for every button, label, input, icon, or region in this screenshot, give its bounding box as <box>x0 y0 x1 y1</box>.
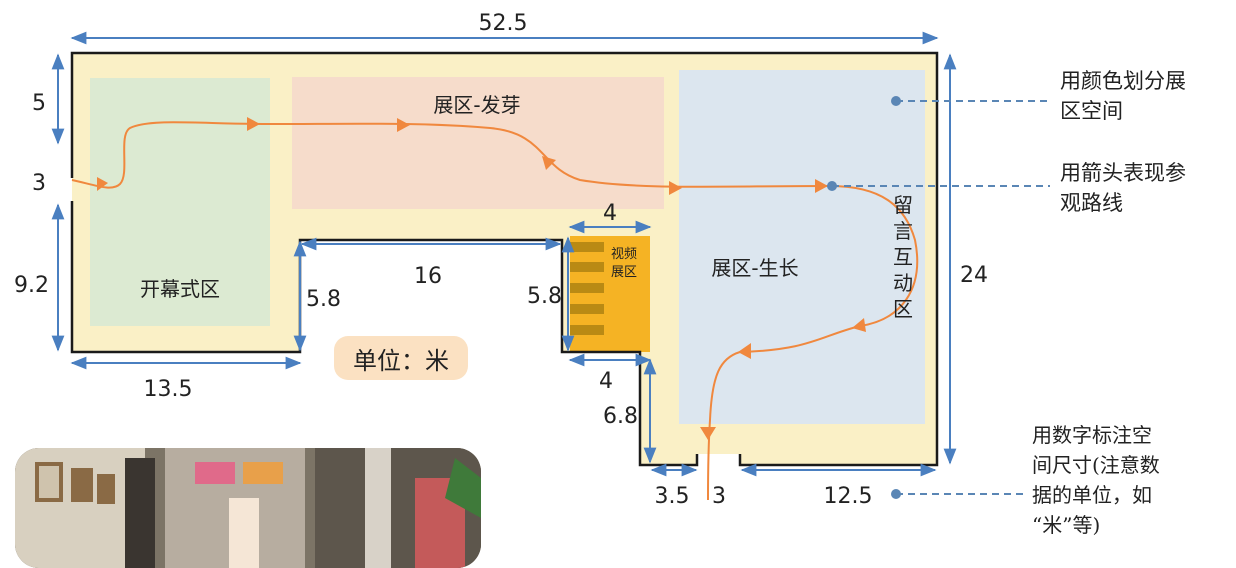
label-opening-zone: 开幕式区 <box>140 277 220 301</box>
annotation-color-line-1: 用颜色划分展 <box>1060 69 1186 93</box>
annotation-number-line-1: 用数字标注空 <box>1032 423 1152 447</box>
growth-zone <box>679 70 925 424</box>
message-zone-char-4: 动 <box>893 271 913 295</box>
annotation-dot-color <box>891 96 901 106</box>
annotation-arrow: 用箭头表现参 观路线 <box>1060 161 1186 215</box>
dim-left-low: 9.2 <box>14 273 49 298</box>
label-message-zone: 留 言 互 动 区 <box>893 193 913 321</box>
video-zone-stripes <box>570 242 604 335</box>
dim-bottom-right: 12.5 <box>824 484 873 509</box>
label-video-zone-2: 展区 <box>611 265 637 280</box>
route-arrow-4 <box>542 156 556 170</box>
unit-badge: 单位：米 <box>334 336 468 380</box>
dim-video-bottom: 4 <box>599 369 613 394</box>
dim-top-width: 52.5 <box>479 11 528 36</box>
dim-door-left: 3 <box>32 171 46 196</box>
dimension-lines <box>51 31 957 477</box>
message-zone-char-2: 言 <box>893 219 913 243</box>
route-arrow-6 <box>815 179 828 193</box>
annotation-color: 用颜色划分展 区空间 <box>1060 69 1186 123</box>
dim-drop-height: 6.8 <box>603 404 638 429</box>
dim-video-height: 5.8 <box>527 284 562 309</box>
label-growth-zone: 展区-生长 <box>711 256 798 280</box>
dim-inner-width: 16 <box>414 264 442 289</box>
sprout-zone <box>292 77 664 209</box>
label-video-zone-1: 视频 <box>611 247 637 262</box>
route-arrow-7 <box>852 318 866 332</box>
annotation-dot-number <box>891 489 901 499</box>
annotation-arrow-line-2: 观路线 <box>1060 191 1123 215</box>
label-sprout-zone: 展区-发芽 <box>433 93 520 117</box>
annotation-color-line-2: 区空间 <box>1060 99 1123 123</box>
route-arrow-9 <box>700 427 716 440</box>
floor-plan-diagram: 开幕式区 展区-发芽 展区-生长 视频 展区 留 言 互 动 区 52.5 5 … <box>14 11 1186 537</box>
exhibition-photo-drawing <box>15 448 481 568</box>
route-arrowheads <box>97 117 866 440</box>
annotation-dot-arrow <box>827 181 837 191</box>
annotation-dots <box>827 96 901 499</box>
route-arrow-3 <box>397 118 410 132</box>
annotation-number-line-4: “米”等) <box>1032 513 1100 537</box>
dim-right-height: 24 <box>960 263 988 288</box>
dimension-labels: 52.5 5 3 9.2 13.5 5.8 16 4 5.8 4 6.8 3.5… <box>14 11 988 509</box>
message-zone-char-5: 区 <box>893 297 913 321</box>
dim-inner-step: 5.8 <box>306 287 341 312</box>
annotation-number: 用数字标注空 间尺寸(注意数 据的单位，如 “米”等) <box>1032 423 1160 537</box>
route-arrow-2 <box>247 117 260 131</box>
route-arrow-1 <box>97 177 108 191</box>
route-arrow-5 <box>669 181 682 195</box>
annotation-arrow-line-1: 用箭头表现参 <box>1060 161 1186 185</box>
exhibition-photo <box>15 448 481 568</box>
annotation-number-line-2: 间尺寸(注意数 <box>1032 453 1160 477</box>
opening-zone <box>90 78 270 326</box>
dim-bottom-gap: 3.5 <box>655 484 690 509</box>
annotation-number-line-3: 据的单位，如 <box>1032 483 1152 507</box>
message-zone-char-1: 留 <box>893 193 913 217</box>
dim-door-bottom: 3 <box>712 484 726 509</box>
dim-left-top: 5 <box>32 91 46 116</box>
dim-bottom-left: 13.5 <box>144 377 193 402</box>
message-zone-char-3: 互 <box>893 245 913 269</box>
dim-video-width: 4 <box>603 201 617 226</box>
route-arrow-8 <box>738 343 751 359</box>
annotation-leaders <box>832 100 1050 495</box>
